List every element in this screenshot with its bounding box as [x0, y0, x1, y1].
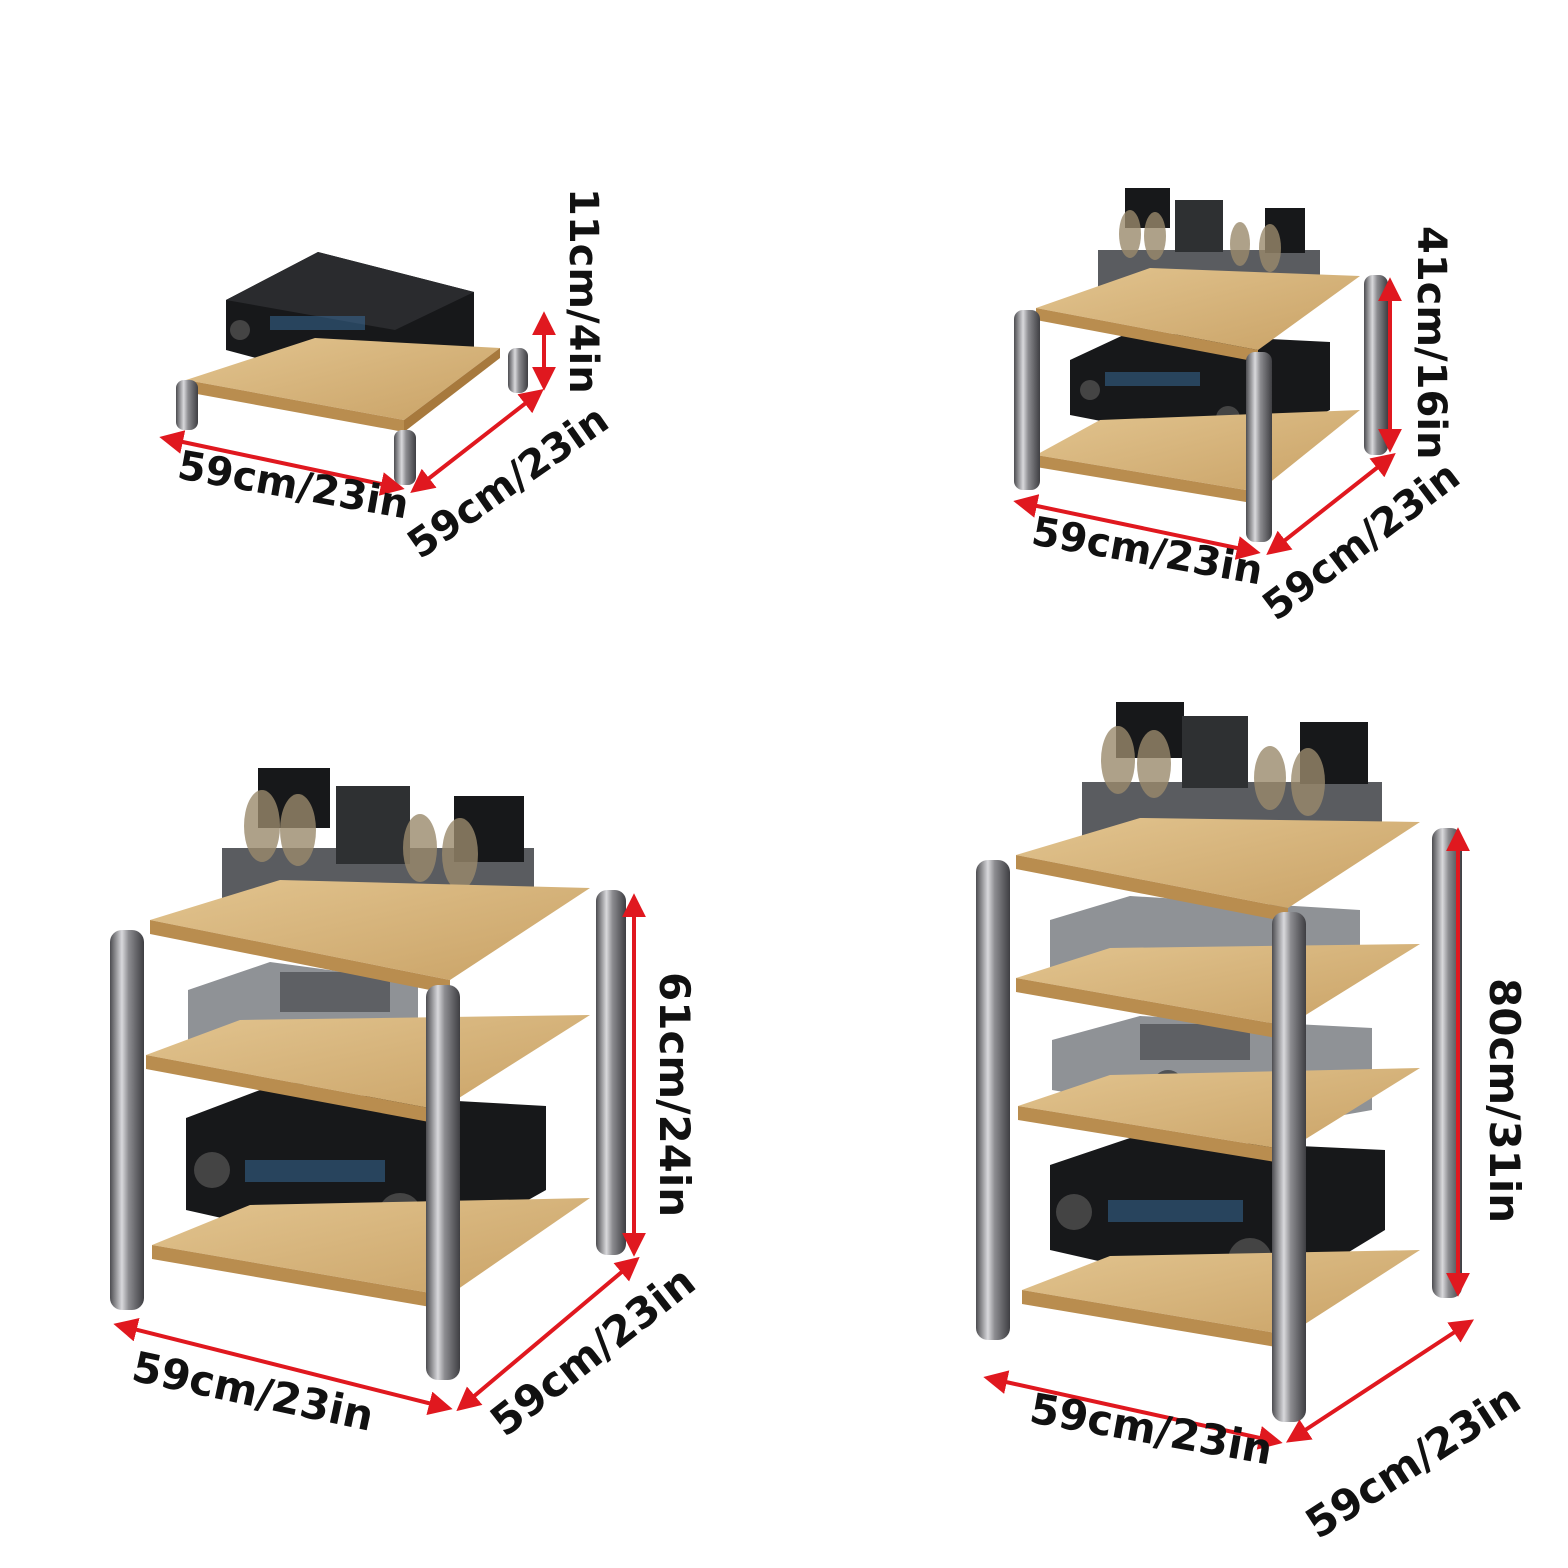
rack-3-depth-arrow	[456, 1256, 640, 1412]
rack-1-height-label: 11cm/4in	[560, 188, 606, 394]
rack-2-tier: 59cm/23in 59cm/23in 41cm/16in	[1013, 188, 1469, 630]
rack-3-tier: 59cm/23in 59cm/23in 61cm/24in	[110, 768, 704, 1446]
rack-3-width-label: 59cm/23in	[128, 1342, 378, 1441]
rack-4-height-label: 80cm/31in	[1480, 978, 1529, 1223]
rack-3-pillars	[110, 890, 626, 1380]
rack-4-depth-label: 59cm/23in	[1297, 1374, 1529, 1549]
rack-2-depth-arrow	[1266, 453, 1396, 555]
rack-2-width-label: 59cm/23in	[1028, 509, 1266, 595]
rack-4-shelves	[1016, 818, 1420, 1349]
rack-1-depth-label: 59cm/23in	[399, 397, 617, 569]
rack-3-depth-label: 59cm/23in	[481, 1256, 704, 1446]
rack-1-shelf	[186, 338, 500, 432]
rack-3-height-label: 61cm/24in	[650, 972, 699, 1217]
rack-4-width-label: 59cm/23in	[1026, 1384, 1276, 1475]
rack-3-width-arrow	[113, 1318, 453, 1415]
rack-4-width-arrow	[983, 1370, 1283, 1450]
rack-3-shelves	[146, 880, 590, 1310]
rack-2-width-arrow	[1013, 494, 1261, 560]
rack-4-tier: 59cm/23in 59cm/23in 80cm/31in	[976, 702, 1529, 1548]
rack-4-tube-amp	[1082, 702, 1382, 840]
rack-2-height-label: 41cm/16in	[1408, 226, 1454, 460]
rack-1-depth-arrow	[410, 389, 544, 493]
rack-1-width-label: 59cm/23in	[174, 443, 412, 529]
rack-4-depth-arrow	[1285, 1319, 1475, 1443]
rack-1-tier: 59cm/23in 59cm/23in 11cm/4in	[159, 188, 617, 569]
rack-1-width-arrow	[159, 430, 405, 496]
